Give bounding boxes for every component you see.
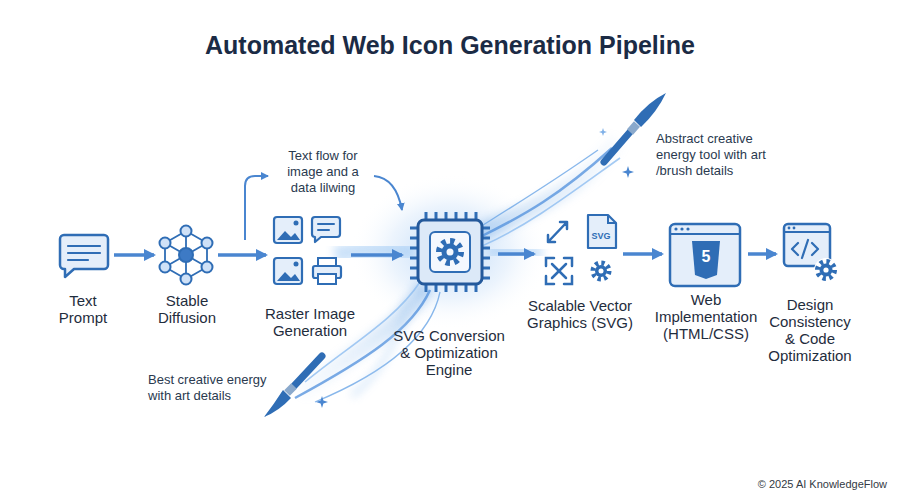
image-mountain xyxy=(277,231,300,240)
annotation-note: Abstract creative energy tool with art /… xyxy=(656,131,768,179)
gear-teeth xyxy=(439,241,461,263)
image-sun xyxy=(294,221,299,226)
code-symbol xyxy=(792,240,818,258)
pipeline-stage: Design Consistency & Code Optimization xyxy=(782,224,838,284)
stage-label: Web Implementation (HTML/CSS) xyxy=(651,291,761,342)
gear-teeth xyxy=(818,262,835,279)
network-links xyxy=(165,231,207,279)
gear-hole xyxy=(447,249,454,256)
stage-name: Stable Diffusion xyxy=(147,292,227,326)
window-dot xyxy=(686,227,689,230)
annotation-note: Best creative energy with art details xyxy=(148,372,280,404)
window-dot xyxy=(680,227,683,230)
stage-label: Text Prompt xyxy=(48,292,118,326)
stage-name: Scalable Vector Graphics (SVG) xyxy=(523,297,638,331)
brush-handle xyxy=(294,356,322,386)
logo-text: 5 xyxy=(696,248,716,266)
leader-arrow xyxy=(374,176,402,210)
chat-icon xyxy=(60,235,108,277)
image-icon xyxy=(274,217,302,243)
flow-arrow xyxy=(498,252,534,256)
flow-arrow xyxy=(623,252,662,256)
window-dot xyxy=(674,227,677,230)
stage-name: Web Implementation (HTML/CSS) xyxy=(651,291,761,342)
chip-pins xyxy=(410,212,490,292)
brush-bristles xyxy=(264,390,291,417)
brush-bristles xyxy=(634,93,666,127)
energy-stream xyxy=(335,249,415,255)
image-icon xyxy=(274,258,302,284)
pipeline-stage: SVG Conversion & Optimization Engine xyxy=(408,212,492,296)
text-lines xyxy=(318,224,334,230)
flow-arrow xyxy=(351,253,402,257)
stage-label: Stable Diffusion xyxy=(147,292,227,326)
flow-arrow xyxy=(748,252,776,256)
gear-hole xyxy=(599,269,604,274)
leader-arrow xyxy=(245,176,268,240)
energy-stream xyxy=(475,150,598,230)
sparkle xyxy=(622,166,634,178)
svg-file-icon xyxy=(588,215,616,248)
stage-name: Text Prompt xyxy=(48,292,118,326)
energy-stream xyxy=(352,300,408,396)
gear-hole xyxy=(823,267,828,272)
brush-ferrule xyxy=(630,124,637,132)
printer-paper xyxy=(318,274,336,284)
stage-name: SVG Conversion & Optimization Engine xyxy=(387,327,512,378)
brush-handle xyxy=(604,132,630,162)
network-node xyxy=(160,262,171,273)
chat-icon xyxy=(312,217,340,242)
window-bar xyxy=(784,231,830,233)
energy-stream xyxy=(488,251,542,254)
flow-arrow xyxy=(114,253,154,257)
gear-backing xyxy=(814,258,838,282)
sparkle xyxy=(599,128,607,136)
browser-bar xyxy=(670,233,740,235)
icon-text: SVG xyxy=(587,231,615,242)
expand-icon xyxy=(546,258,572,284)
network-node xyxy=(160,238,171,249)
gear-icon xyxy=(442,244,459,261)
brush-ferrule xyxy=(287,386,294,393)
window-dot xyxy=(788,227,791,230)
annotation-note: Text flow for image and a data lilwing xyxy=(276,148,370,196)
network-node xyxy=(181,226,192,237)
network-node xyxy=(181,274,192,285)
gear-icon xyxy=(595,265,607,277)
diagram-title: Automated Web Icon Generation Pipeline xyxy=(0,30,900,60)
browser-window xyxy=(670,224,740,286)
sparkle xyxy=(316,396,328,408)
pipeline-stage: Scalable Vector Graphics (SVG) xyxy=(540,214,617,294)
network-node xyxy=(179,248,193,262)
text-lines xyxy=(68,246,100,260)
chip-core xyxy=(430,232,470,272)
copyright-note: © 2025 AI KnowledgeFlow xyxy=(600,477,887,491)
pipeline-stage: Raster Image Generation xyxy=(272,215,345,295)
window-dot xyxy=(793,227,796,230)
energy-stream xyxy=(482,158,620,246)
stage-name: Raster Image Generation xyxy=(255,305,365,339)
image-sun xyxy=(294,262,299,267)
chip-body xyxy=(418,220,482,284)
stage-label: Scalable Vector Graphics (SVG) xyxy=(523,297,638,331)
gear-teeth xyxy=(593,263,609,279)
stage-label: Design Consistency & Code Optimization xyxy=(763,296,858,364)
flow-arrow xyxy=(218,253,266,257)
stage-name: Design Consistency & Code Optimization xyxy=(763,296,858,364)
pipeline-stage: Text Prompt xyxy=(58,233,108,277)
network-node xyxy=(202,238,213,249)
network-node xyxy=(202,262,213,273)
file-fold xyxy=(608,215,616,223)
resize-arrow xyxy=(548,222,567,242)
html5-shield xyxy=(692,241,720,279)
gear-icon xyxy=(820,264,833,277)
image-mountain xyxy=(277,272,300,281)
stage-label: SVG Conversion & Optimization Engine xyxy=(387,327,512,378)
pipeline-stage: Stable Diffusion xyxy=(160,225,212,285)
stage-label: Raster Image Generation xyxy=(255,305,365,339)
